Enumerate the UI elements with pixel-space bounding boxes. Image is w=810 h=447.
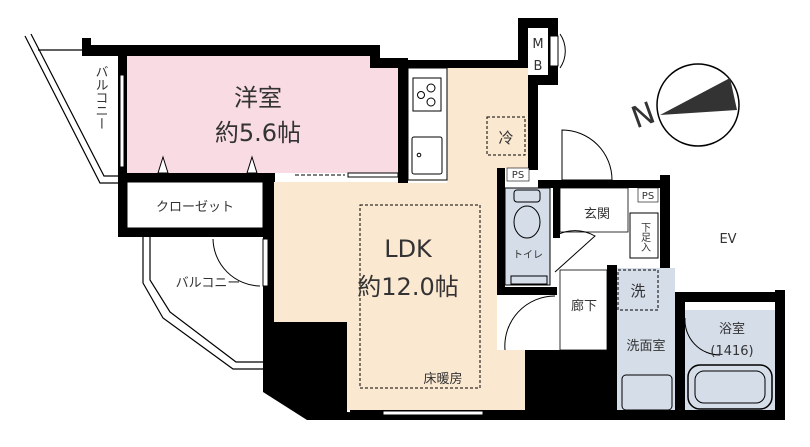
- closet: [126, 181, 264, 229]
- ldk-size: 約12.0帖: [357, 273, 458, 301]
- ps-box-1: [506, 167, 530, 182]
- walls: [82, 18, 785, 420]
- stove-icon: [412, 77, 442, 112]
- western-room-ext: [370, 68, 398, 173]
- compass: N: [627, 63, 740, 147]
- balcony-bottom-outline: [142, 236, 265, 370]
- mb-box: [528, 28, 548, 75]
- hallway-label: 廊下: [571, 298, 597, 314]
- ps-label-1: PS: [512, 170, 524, 181]
- ps-box-2: [637, 187, 659, 203]
- toilet-room: [504, 187, 551, 286]
- balcony-top-label: バルコニー: [93, 65, 109, 130]
- floor-heating-label: 床暖房: [423, 371, 462, 387]
- toilet-icon: [513, 205, 541, 239]
- western-room-size: 約5.6帖: [215, 119, 301, 147]
- sink-icon: [411, 136, 443, 175]
- entrance-label: 玄関: [584, 207, 610, 222]
- doors: [119, 33, 721, 416]
- shoe-cabinet: [629, 212, 659, 259]
- washer-label: 洗: [630, 282, 645, 300]
- fridge-space: [486, 116, 526, 156]
- balcony-top-outline: [24, 33, 118, 184]
- mb-label-b: B: [534, 59, 543, 74]
- ldk-room: [274, 68, 528, 410]
- closet-label: クローゼット: [156, 200, 234, 215]
- floor-heating-area: [359, 204, 481, 389]
- wash-basin: [621, 374, 673, 411]
- western-room: [127, 56, 370, 173]
- western-room-name: 洋室: [234, 84, 282, 112]
- bathtub: [687, 364, 773, 410]
- ps-label-2: PS: [642, 191, 654, 202]
- bathroom-label: 浴室: [719, 321, 745, 337]
- balcony-bottom-label: バルコニー: [176, 276, 241, 291]
- shoe-cabinet-label: 下足入: [639, 222, 651, 252]
- entrance-area: [559, 187, 629, 233]
- mb-label-m: M: [532, 37, 543, 52]
- fridge-label: 冷: [498, 129, 513, 147]
- hallway: [559, 269, 608, 351]
- ldk-name: LDK: [384, 235, 433, 263]
- washer-space: [617, 269, 659, 311]
- north-label: N: [627, 96, 660, 137]
- toilet-label: トイレ: [513, 250, 543, 261]
- washroom-label: 洗面室: [626, 338, 665, 354]
- bathroom-size: (1416): [710, 344, 753, 359]
- elevator-label: EV: [719, 232, 736, 247]
